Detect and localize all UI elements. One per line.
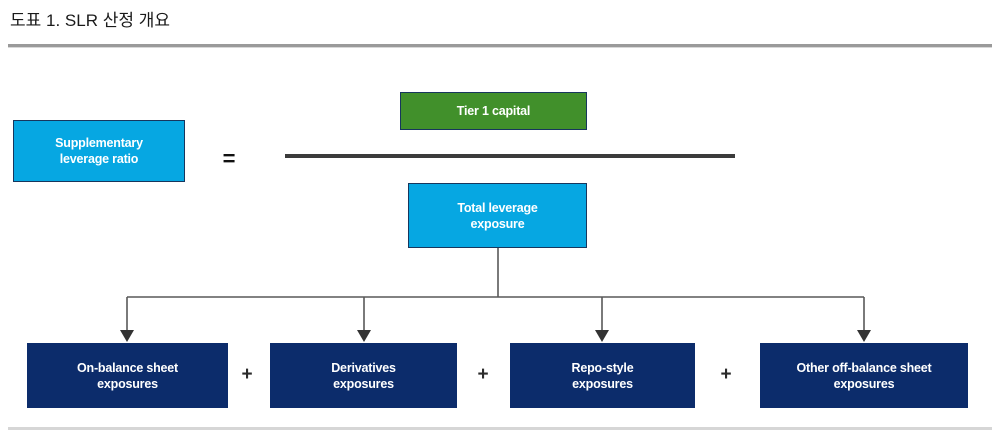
node-total-line2: exposure (470, 216, 525, 231)
plus-operator-3: + (720, 364, 732, 385)
equals-operator: = (222, 146, 236, 171)
node-otheroff-line2: exposures (833, 376, 895, 391)
node-onbal-line1: On-balance sheet (77, 360, 178, 375)
plus-operator-1: + (241, 364, 253, 385)
node-other-off-balance-sheet-exposures: Other off-balance sheet exposures (760, 343, 968, 408)
node-deriv-line1: Derivatives (331, 360, 396, 375)
node-slr-line2: leverage ratio (59, 152, 139, 166)
node-total-leverage-exposure: Total leverage exposure (408, 183, 587, 248)
title-divider-top (8, 44, 992, 48)
node-onbal-line2: exposures (97, 376, 158, 391)
figure-title: 도표 1. SLR 산정 개요 (10, 11, 170, 30)
figure-divider-bottom (8, 427, 992, 430)
node-repo-style-exposures: Repo-style exposures (510, 343, 695, 408)
node-repo-line1: Repo-style (571, 360, 634, 375)
node-repo-line2: exposures (572, 376, 633, 391)
node-derivatives-exposures: Derivatives exposures (270, 343, 457, 408)
fraction-bar (285, 154, 735, 158)
node-otheroff-line1: Other off-balance sheet (796, 360, 932, 375)
node-total-line1: Total leverage (457, 200, 538, 215)
node-slr-line1: Supplementary (55, 136, 143, 150)
node-tier1-label: Tier 1 capital (456, 104, 531, 118)
node-supplementary-leverage-ratio: Supplementary leverage ratio (13, 120, 185, 182)
node-on-balance-sheet-exposures: On-balance sheet exposures (27, 343, 228, 408)
plus-operator-2: + (477, 364, 489, 385)
node-tier-1-capital: Tier 1 capital (400, 92, 587, 130)
node-deriv-line2: exposures (333, 376, 394, 391)
